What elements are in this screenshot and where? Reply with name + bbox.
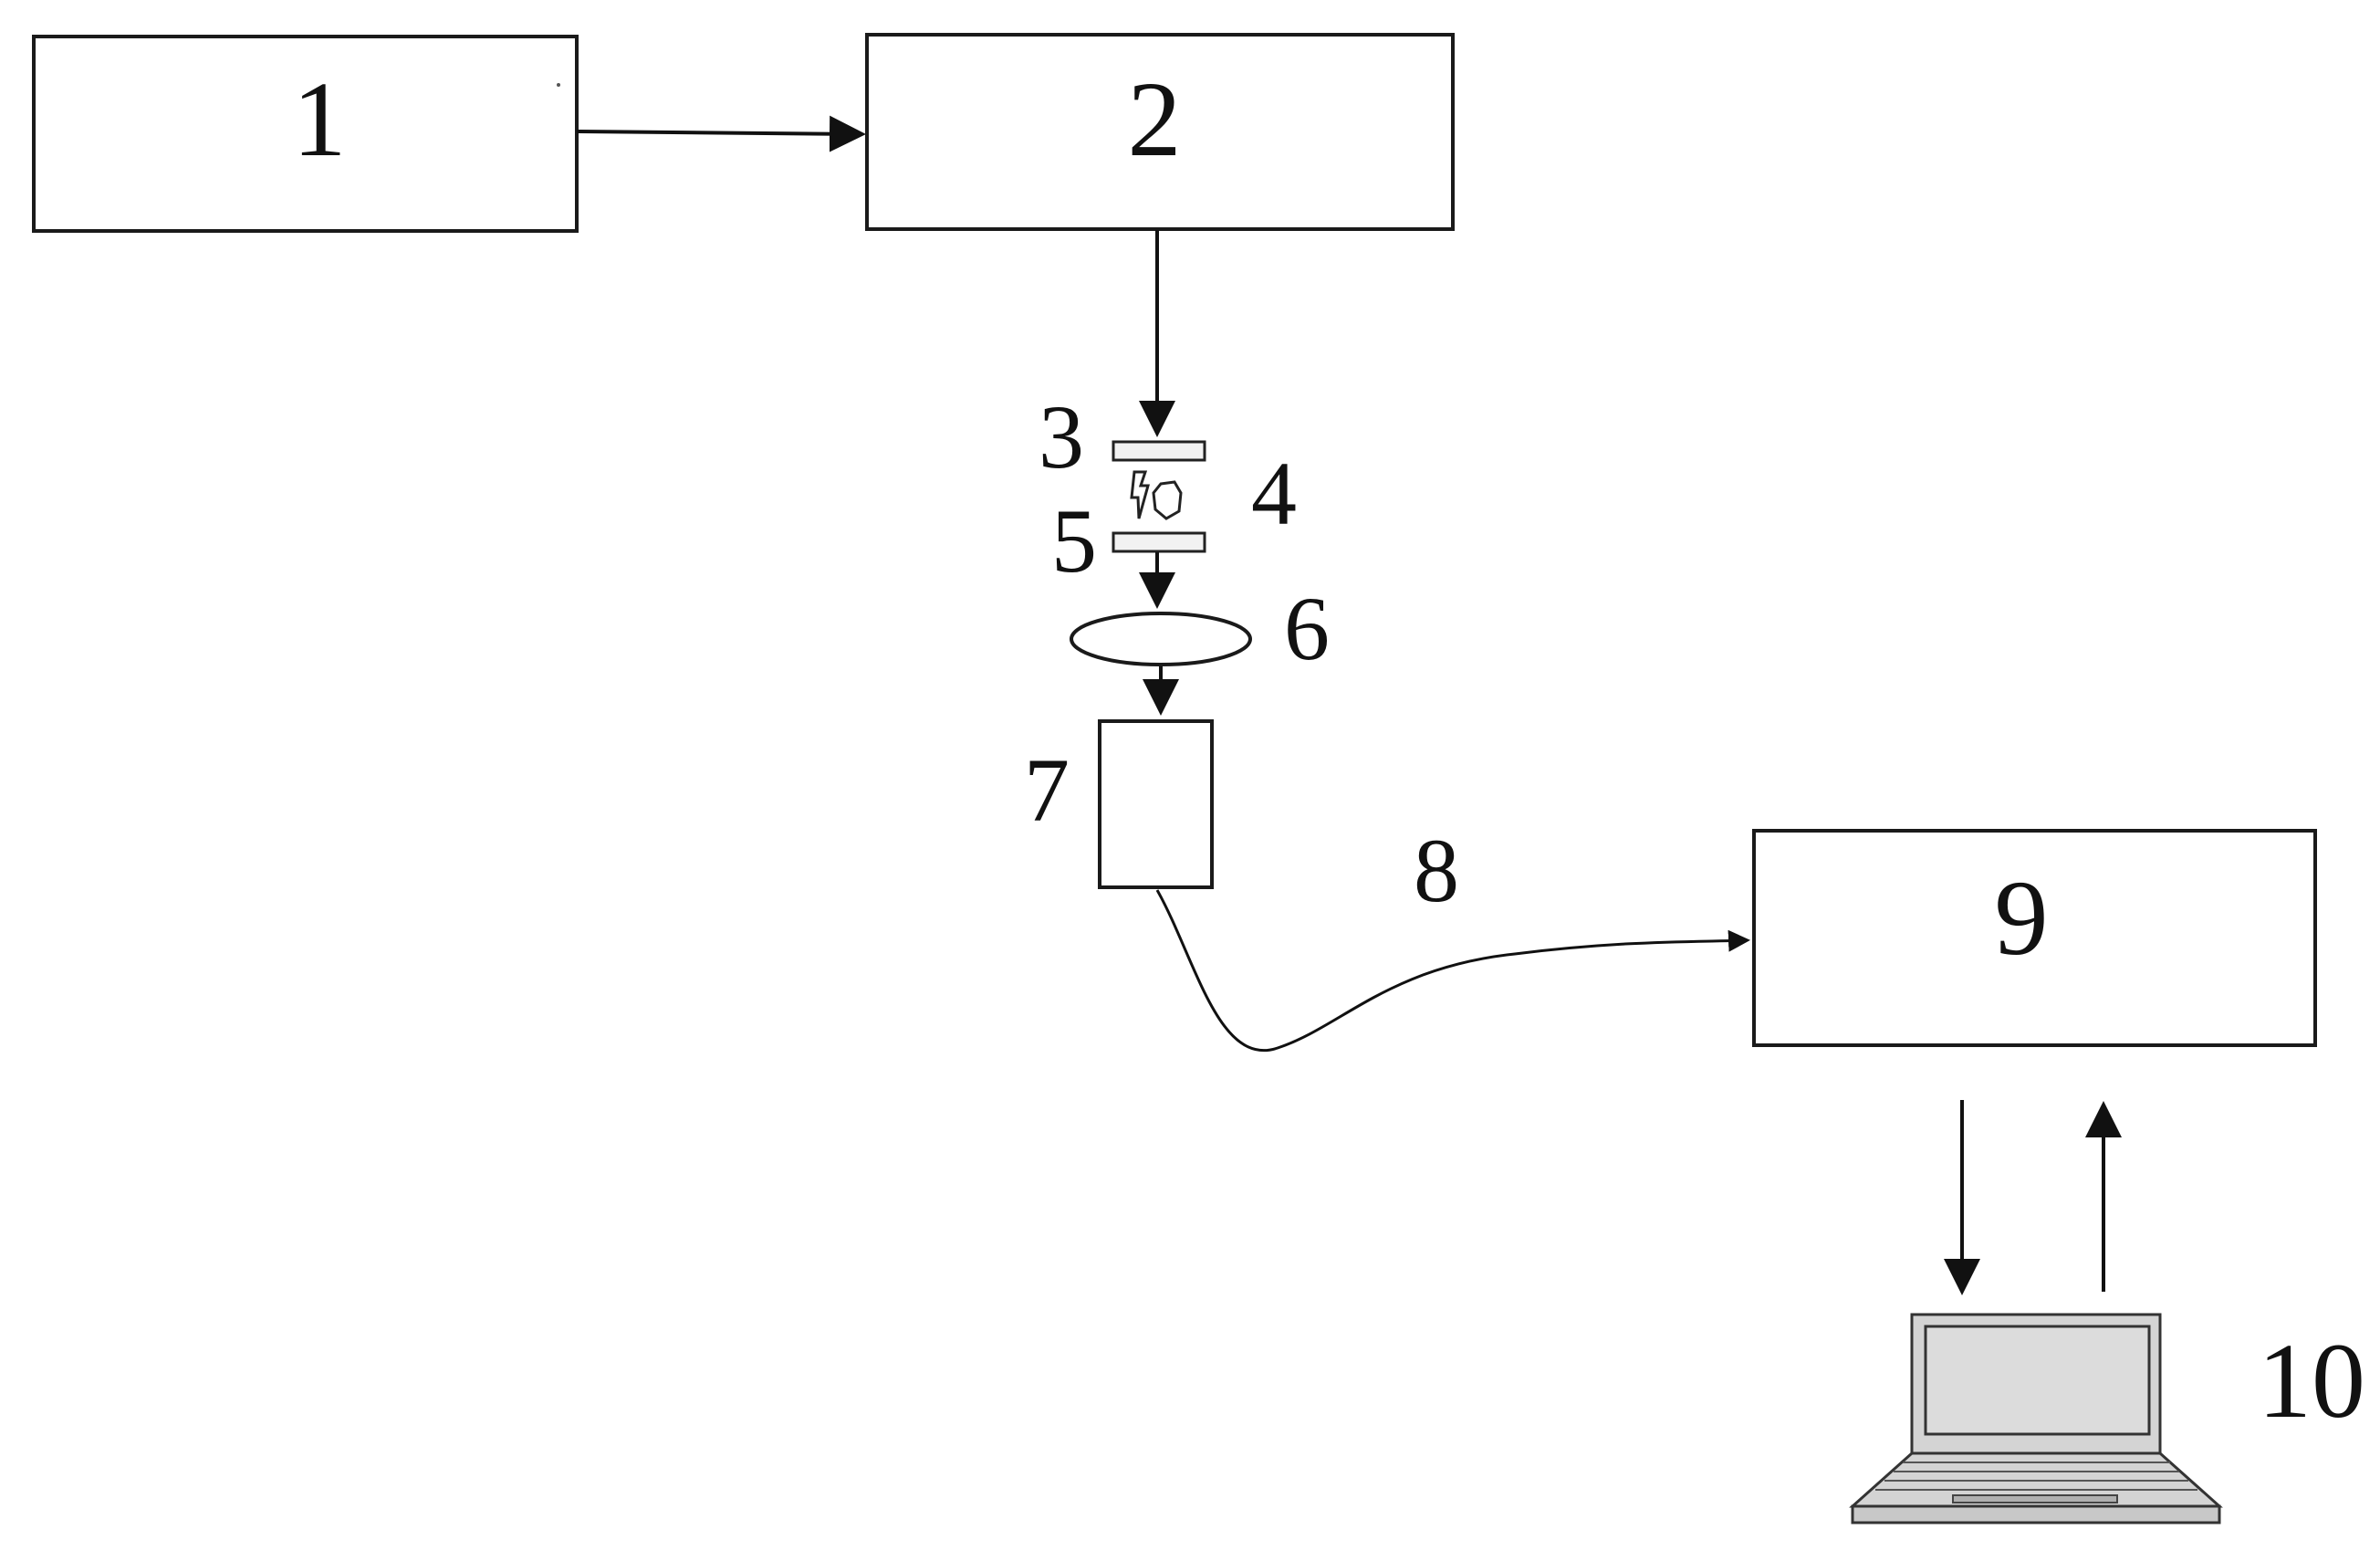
box-1: 1: [32, 35, 579, 233]
sample-icon: [1130, 470, 1183, 520]
plate-5: [1112, 531, 1206, 553]
stray-dot: [557, 83, 560, 87]
cable-8: [1155, 889, 1750, 1052]
box-2: 2: [865, 33, 1455, 231]
lens-icon: [1070, 612, 1252, 666]
label-5: 5: [1051, 490, 1097, 592]
label-7: 7: [1024, 739, 1070, 841]
label-3: 3: [1039, 386, 1084, 487]
box-9-label: 9: [1995, 858, 2049, 978]
box-1-label: 1: [293, 59, 347, 179]
plate-3: [1112, 440, 1206, 462]
laptop-icon: [1849, 1313, 2223, 1524]
label-4: 4: [1251, 443, 1297, 544]
box-9: 9: [1752, 829, 2317, 1047]
arrow-1-to-2: [576, 115, 866, 152]
label-8: 8: [1414, 820, 1459, 921]
detector-7: [1098, 719, 1214, 889]
box-2-label: 2: [1128, 59, 1182, 179]
label-6: 6: [1284, 578, 1330, 679]
label-10: 10: [2258, 1321, 2365, 1441]
